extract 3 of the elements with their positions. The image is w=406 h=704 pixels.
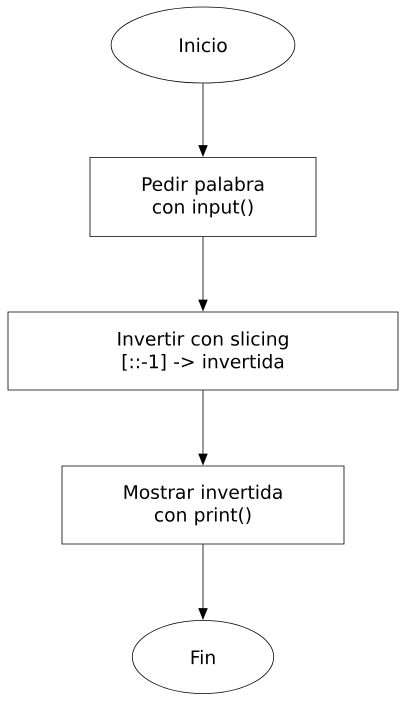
process-box: Pedir palabra con input() — [90, 157, 316, 237]
process-box: Mostrar invertida con print() — [62, 466, 344, 544]
process-box: Invertir con slicing [::-1] -> invertida — [8, 312, 398, 390]
